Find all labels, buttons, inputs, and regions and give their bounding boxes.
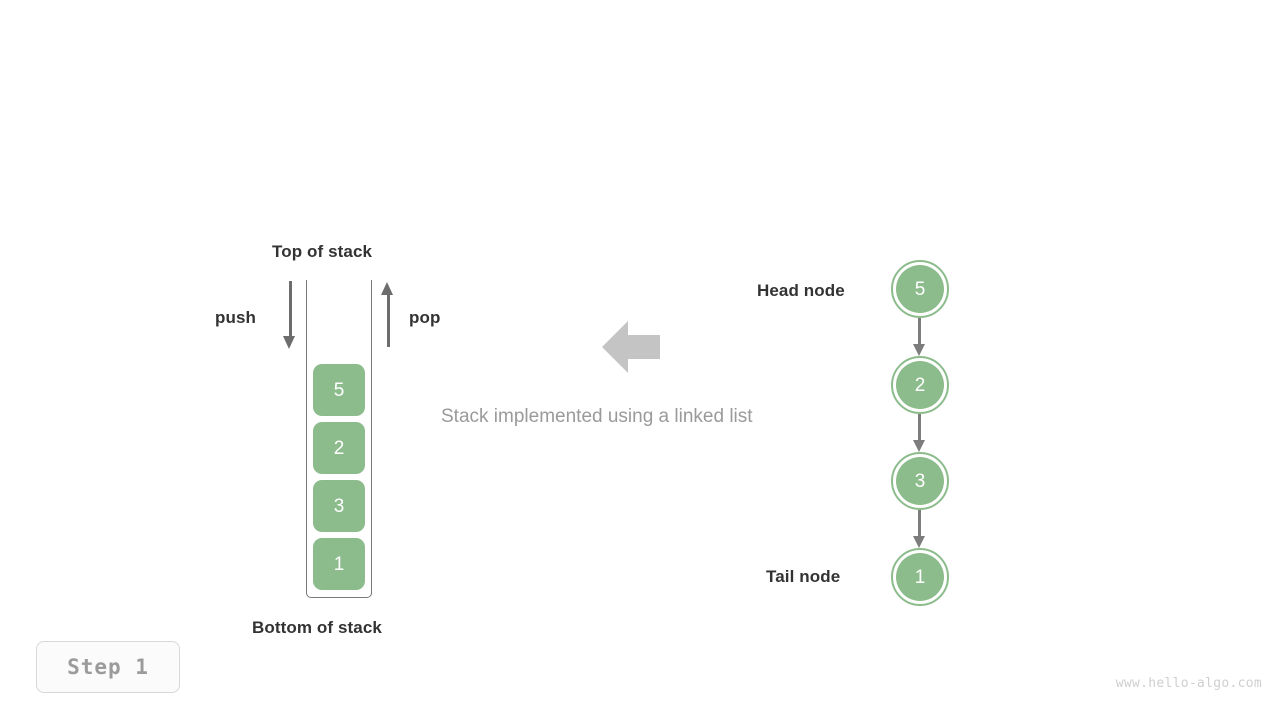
linked-list-node: 5 [891, 260, 949, 318]
stack-cell-value: 3 [333, 495, 345, 517]
stack-container [306, 280, 372, 598]
step-badge: Step 1 [36, 641, 180, 693]
stack-cell-value: 1 [333, 553, 345, 575]
stack-cell: 1 [313, 538, 365, 590]
left-block-arrow-icon [602, 321, 660, 373]
stack-cell-value: 5 [333, 379, 345, 401]
linked-list-node: 2 [891, 356, 949, 414]
bottom-of-stack-label: Bottom of stack [252, 618, 382, 637]
linked-list-node-value: 1 [896, 553, 944, 601]
stack-cell: 3 [313, 480, 365, 532]
head-node-label: Head node [757, 281, 845, 300]
linked-list-node: 1 [891, 548, 949, 606]
stack-cell: 5 [313, 364, 365, 416]
pop-label: pop [409, 308, 441, 327]
watermark: www.hello-algo.com [1115, 676, 1262, 691]
top-of-stack-label: Top of stack [272, 242, 373, 261]
linked-list-node: 3 [891, 452, 949, 510]
linked-list-node-value: 3 [896, 457, 944, 505]
linked-list-node-value: 2 [896, 361, 944, 409]
tail-node-label: Tail node [766, 567, 841, 586]
linked-list-node-value: 5 [896, 265, 944, 313]
stack-cell-value: 2 [333, 437, 345, 459]
center-caption: Stack implemented using a linked list [441, 406, 753, 427]
push-label: push [215, 308, 257, 327]
stack-cell: 2 [313, 422, 365, 474]
